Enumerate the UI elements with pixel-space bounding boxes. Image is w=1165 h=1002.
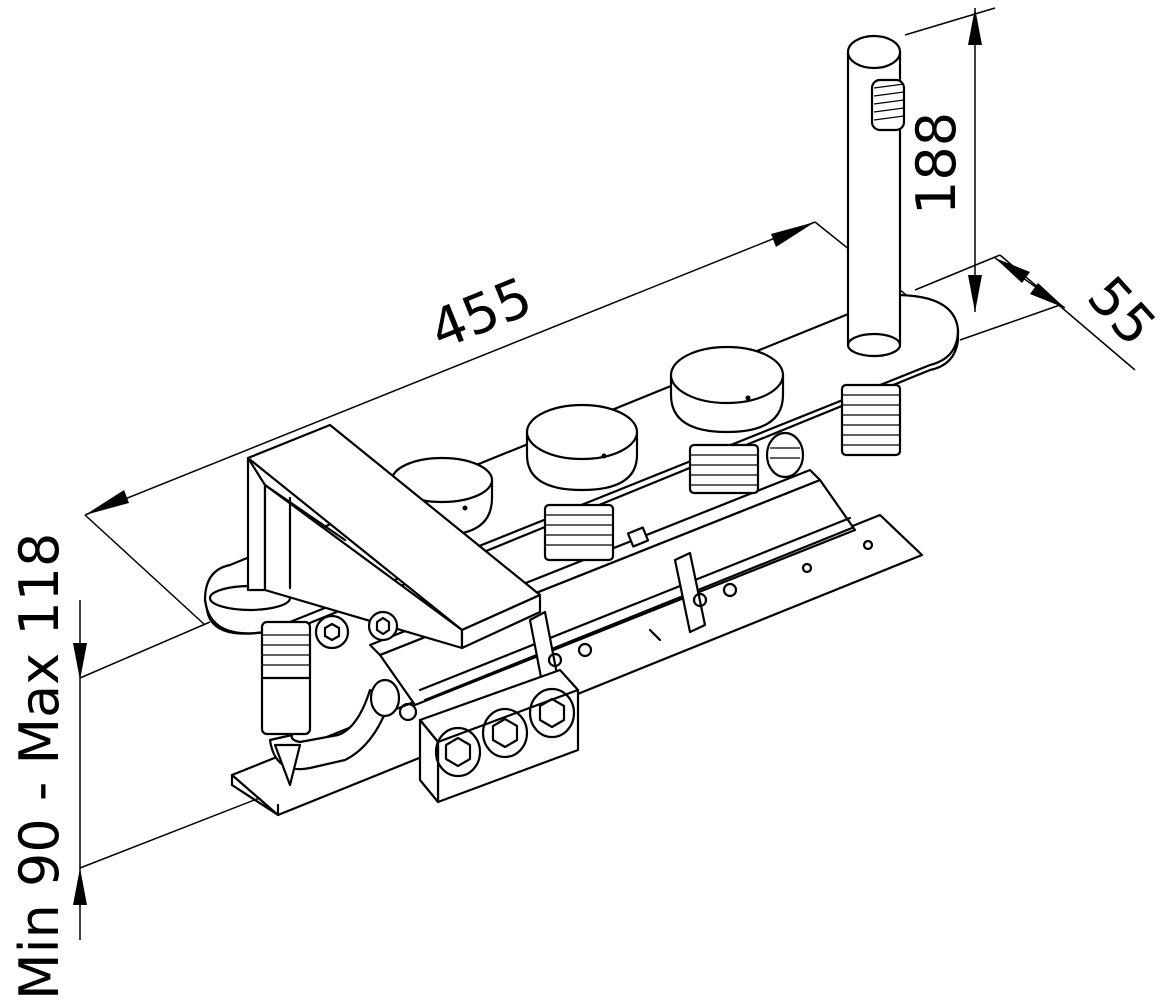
- extension-line-depth-bottom: [79, 789, 281, 869]
- spout-riser-front: [246, 456, 267, 592]
- dimension-label-length: 455: [421, 265, 540, 362]
- screw-icon: [577, 642, 593, 658]
- screw-icon: [692, 592, 708, 608]
- handshower-spray-face: [870, 78, 906, 132]
- valve-segment-band: [673, 551, 707, 634]
- extension-line-top: [904, 7, 996, 36]
- hex-screw-icon: [367, 610, 399, 642]
- extension-line-width-b: [999, 254, 1136, 371]
- arrowhead-width-left: [995, 258, 1030, 283]
- arrowhead-left: [85, 490, 129, 515]
- connection-block: [418, 668, 580, 804]
- spout-outlet-face: [460, 593, 542, 650]
- connection-block-side: [418, 718, 440, 804]
- drain-tip: [273, 743, 302, 787]
- knob-2: [525, 403, 639, 492]
- handshower: [846, 34, 906, 358]
- spout-fixing: [314, 610, 399, 650]
- hex-port-2: [481, 707, 529, 759]
- arrowhead-bottom: [968, 275, 982, 312]
- dimension-line-length: [84, 221, 816, 516]
- arrowhead-right: [771, 222, 815, 247]
- pipe-elbow: [268, 678, 418, 787]
- extension-line-width-c: [959, 304, 1061, 341]
- base-hole-icon: [801, 562, 813, 574]
- dimension-depth: Min 90 - Max 118: [8, 533, 281, 1000]
- side-connector: [765, 431, 805, 479]
- spout: [208, 423, 542, 650]
- screw-icon: [398, 702, 418, 722]
- dimension-label-width: 55: [1075, 265, 1165, 358]
- valve-port: [626, 526, 650, 548]
- threaded-shanks: [260, 383, 902, 736]
- arrowhead-top: [968, 8, 982, 45]
- elbow-end: [369, 678, 401, 718]
- dimension-label-depth: Min 90 - Max 118: [8, 533, 71, 1000]
- extension-line-width-a: [914, 254, 1001, 291]
- hex-screw-icon: [314, 614, 350, 650]
- hex-port-1: [434, 726, 482, 778]
- handshower-top: [846, 34, 902, 70]
- screw-icon: [722, 582, 738, 598]
- extension-line-left: [84, 514, 206, 626]
- shank-knob-3: [688, 443, 760, 495]
- shank-spout: [260, 620, 312, 736]
- extension-line-depth-top: [79, 621, 211, 679]
- handshower-base: [846, 332, 902, 358]
- base-hole-icon: [862, 539, 874, 551]
- arrowhead-depth-bottom: [73, 868, 87, 905]
- shank-handshower: [840, 383, 902, 457]
- screw-icon: [547, 652, 563, 668]
- arrowhead-depth-top: [73, 643, 87, 680]
- dimension-label-height: 188: [905, 112, 968, 215]
- hex-port-3: [528, 687, 576, 739]
- knob-3: [669, 345, 785, 434]
- shank-knob-2: [543, 503, 615, 562]
- dimension-height: 188: [904, 7, 996, 312]
